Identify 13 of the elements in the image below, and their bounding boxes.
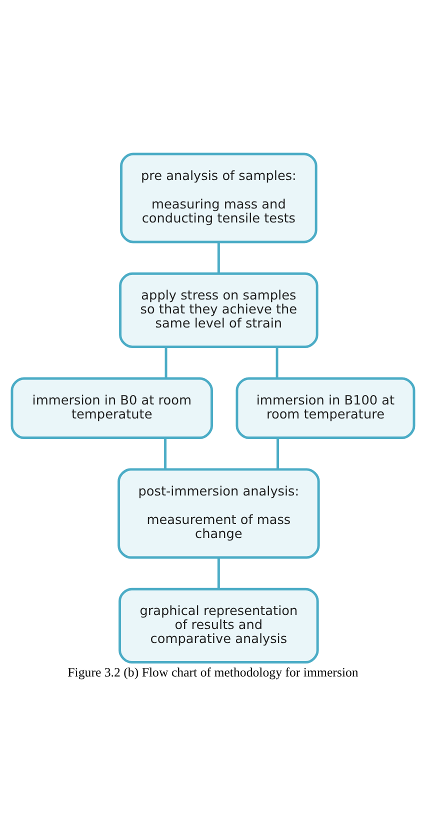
connector	[217, 242, 220, 274]
connector	[276, 346, 278, 378]
connector	[164, 438, 167, 469]
node-box: apply stress on samples so that they achieve the same level of strain	[119, 272, 318, 348]
node-box: graphical representation of results and comparative analysis	[118, 587, 319, 664]
connector	[217, 556, 220, 589]
connector	[164, 346, 168, 378]
node-box: pre analysis of samples: measuring mass and conducting tensile tests	[120, 152, 318, 243]
node-box: post-immersion analysis: measurement of mass change	[118, 468, 320, 558]
connector	[276, 438, 280, 469]
node-box: immersion in B0 at room temperatute	[10, 376, 213, 439]
node-box: immersion in B100 at room temperature	[236, 376, 416, 439]
caption: Figure 3.2 (b) Flow chart of methodology for immersion	[68, 665, 358, 680]
